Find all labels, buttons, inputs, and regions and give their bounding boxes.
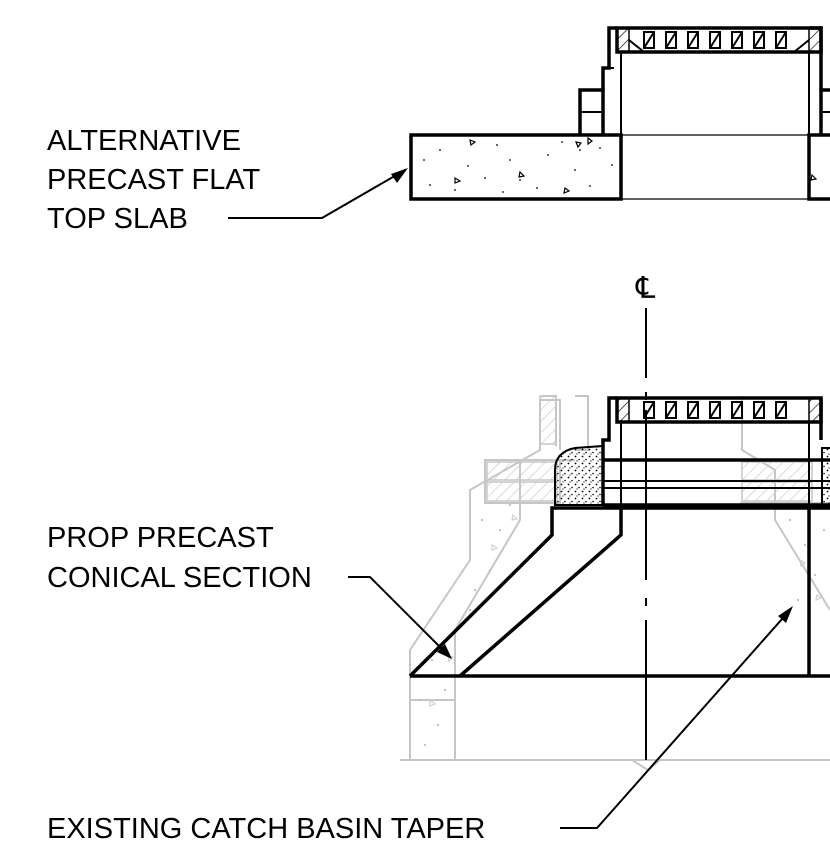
- labels: ALTERNATIVE PRECAST FLAT TOP SLAB PROP P…: [47, 125, 485, 845]
- label-taper: EXISTING CATCH BASIN TAPER: [47, 813, 485, 845]
- flat-slab-right: [807, 133, 830, 201]
- slab-concrete-aggregate: [423, 141, 613, 193]
- leader-lines: [228, 168, 793, 829]
- centerline: ℄: [635, 272, 656, 760]
- grate-lower: [615, 396, 823, 424]
- label-conical-2: CONICAL SECTION: [47, 562, 312, 594]
- label-conical-1: PROP PRECAST: [47, 522, 274, 554]
- label-alt-slab-1: ALTERNATIVE: [47, 125, 241, 157]
- grate-top: [615, 26, 823, 54]
- label-alt-slab-2: PRECAST FLAT: [47, 164, 261, 196]
- centerline-symbol: ℄: [635, 272, 656, 305]
- existing-catch-basin: [400, 395, 830, 772]
- proposed-conical-section: [408, 396, 830, 678]
- cone-outer-wall: [408, 506, 623, 678]
- flat-slab-left: [409, 133, 623, 201]
- manhole-frame-top: [601, 26, 823, 90]
- label-alt-slab-3: TOP SLAB: [47, 203, 188, 235]
- flat-top-slab-detail: [409, 26, 830, 201]
